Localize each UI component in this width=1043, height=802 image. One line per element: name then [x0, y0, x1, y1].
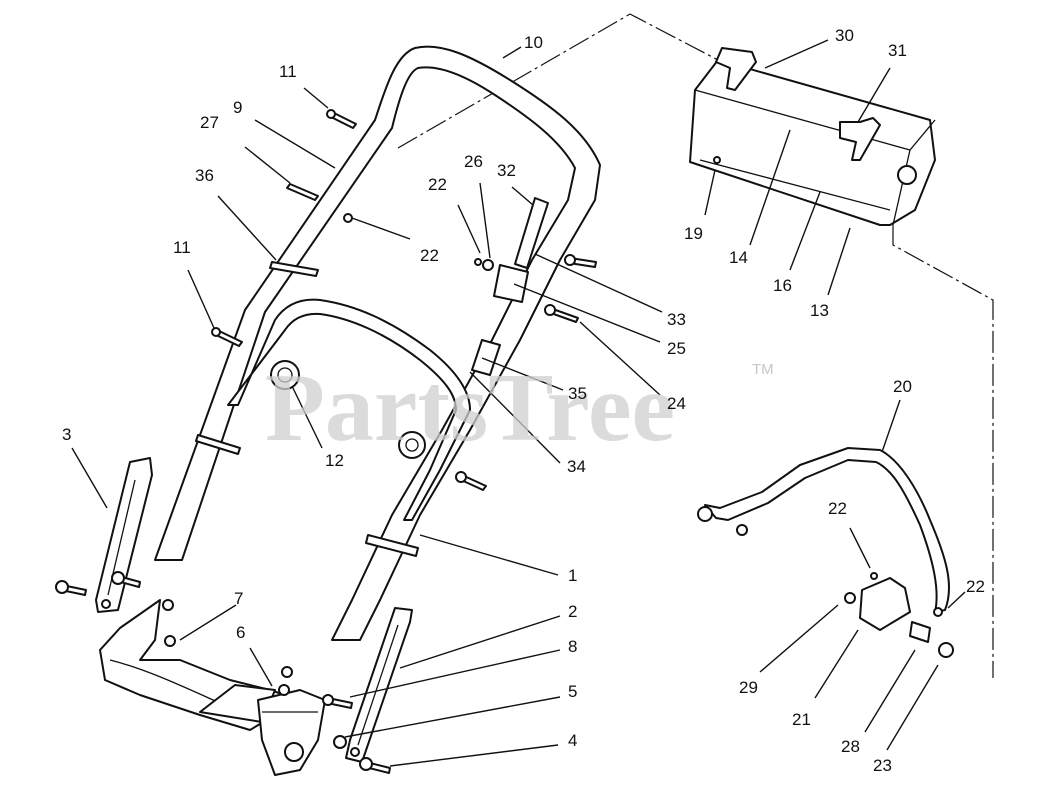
watermark-text: PartsTree	[265, 354, 675, 462]
callout-8: 8	[568, 637, 577, 656]
callout-11-top: 11	[279, 62, 297, 81]
reference-lines	[397, 13, 994, 678]
inner-handle	[227, 298, 471, 521]
callout-27: 25	[667, 339, 686, 358]
callout-4: 4	[568, 731, 577, 750]
knob-left	[270, 360, 300, 390]
callout-34: 34	[567, 457, 586, 476]
callout-22-c: 22	[828, 499, 847, 518]
callout-21: 22	[966, 577, 985, 596]
callout-25: 29	[739, 678, 758, 697]
callout-3: 3	[62, 425, 71, 444]
mower-deck-housing	[99, 599, 326, 776]
callout-18: 19	[684, 224, 703, 243]
callout-29: 27	[200, 113, 219, 132]
callout-11-mid: 11	[173, 238, 191, 257]
callout-36: 36	[195, 166, 214, 185]
callout-22-b: 22	[428, 175, 447, 194]
callout-12: 12	[325, 451, 344, 470]
bail-assembly	[697, 447, 954, 658]
callout-9: 9	[233, 98, 242, 117]
bolts	[55, 109, 597, 774]
grass-catcher-cover	[689, 47, 936, 226]
callout-14: 14	[729, 248, 748, 267]
callout-23: 23	[873, 756, 892, 775]
callout-33: 33	[667, 310, 686, 329]
upper-handle	[154, 45, 601, 641]
callout-26: 24	[667, 394, 686, 413]
watermark-trademark: TM	[752, 361, 774, 378]
callout-6: 6	[236, 623, 245, 642]
callout-24: 28	[841, 737, 860, 756]
leader-lines	[71, 39, 966, 767]
callout-2: 2	[568, 602, 577, 621]
callout-13: 13	[810, 301, 829, 320]
knob-right	[398, 431, 426, 459]
callout-1: 1	[568, 566, 577, 585]
lower-handle-left	[95, 457, 153, 613]
callout-7: 7	[234, 589, 243, 608]
control-assembly	[471, 197, 549, 376]
callout-35: 35	[568, 384, 587, 403]
callout-5: 5	[568, 682, 577, 701]
callout-22-a: 22	[420, 246, 439, 265]
callout-20: 21	[792, 710, 811, 729]
handle-clips	[195, 261, 419, 557]
handle-knobs	[270, 360, 426, 459]
callout-10: 10	[524, 33, 543, 52]
callout-16: 16	[773, 276, 792, 295]
callout-30: 30	[835, 26, 854, 45]
callout-32: 32	[497, 161, 516, 180]
callout-19: 20	[893, 377, 912, 396]
callout-labels: 10 11 9 27 36 22 22 26 32 11 33 25 35 24…	[62, 26, 985, 775]
callout-31: 31	[888, 41, 907, 60]
callout-28: 26	[464, 152, 483, 171]
